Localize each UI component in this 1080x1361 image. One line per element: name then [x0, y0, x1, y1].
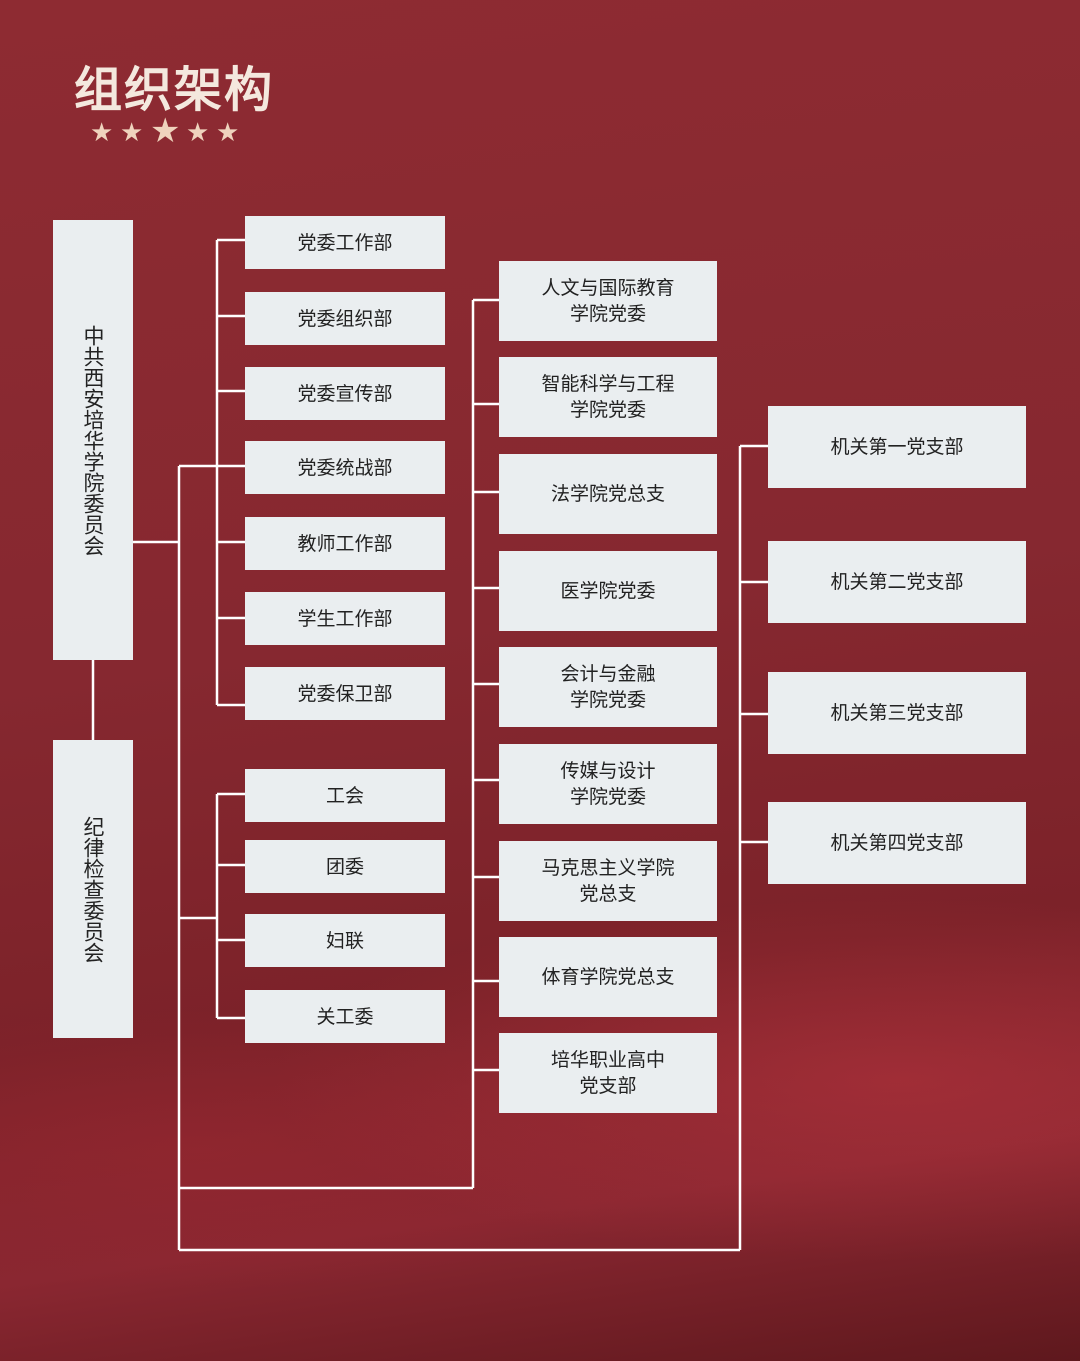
star-icon: ★	[150, 111, 181, 151]
department-box: 学生工作部	[245, 592, 445, 645]
department-box: 党委工作部	[245, 216, 445, 269]
college-committee-box: 医学院党委	[499, 551, 717, 631]
department-box: 党委组织部	[245, 292, 445, 345]
party-committee-label: 中共西安培华学院委员会	[81, 324, 105, 556]
mass-org-box: 妇联	[245, 914, 445, 967]
mass-org-box: 关工委	[245, 990, 445, 1043]
college-committee-box: 会计与金融 学院党委	[499, 647, 717, 727]
star-icon: ★	[90, 118, 114, 148]
discipline-committee-box: 纪律检查委员会	[53, 740, 133, 1038]
college-committee-box: 体育学院党总支	[499, 937, 717, 1017]
college-committee-box: 传媒与设计 学院党委	[499, 744, 717, 824]
department-box: 党委保卫部	[245, 667, 445, 720]
college-committee-box: 人文与国际教育 学院党委	[499, 261, 717, 341]
department-box: 党委统战部	[245, 441, 445, 494]
branch-box: 机关第四党支部	[768, 802, 1026, 884]
college-committee-box: 马克思主义学院 党总支	[499, 841, 717, 921]
college-committee-box: 法学院党总支	[499, 454, 717, 534]
branch-box: 机关第三党支部	[768, 672, 1026, 754]
mass-org-box: 团委	[245, 840, 445, 893]
star-icon: ★	[186, 118, 210, 148]
branch-box: 机关第二党支部	[768, 541, 1026, 623]
branch-box: 机关第一党支部	[768, 406, 1026, 488]
star-icon: ★	[120, 118, 144, 148]
department-box: 党委宣传部	[245, 367, 445, 420]
department-box: 教师工作部	[245, 517, 445, 570]
page-title: 组织架构	[74, 62, 275, 118]
mass-org-box: 工会	[245, 769, 445, 822]
stars-rating: ★ ★ ★ ★ ★	[86, 114, 256, 154]
discipline-committee-label: 纪律检查委员会	[81, 815, 105, 963]
party-committee-box: 中共西安培华学院委员会	[53, 220, 133, 660]
college-committee-box: 智能科学与工程 学院党委	[499, 357, 717, 437]
star-icon: ★	[216, 118, 240, 148]
college-committee-box: 培华职业高中 党支部	[499, 1033, 717, 1113]
